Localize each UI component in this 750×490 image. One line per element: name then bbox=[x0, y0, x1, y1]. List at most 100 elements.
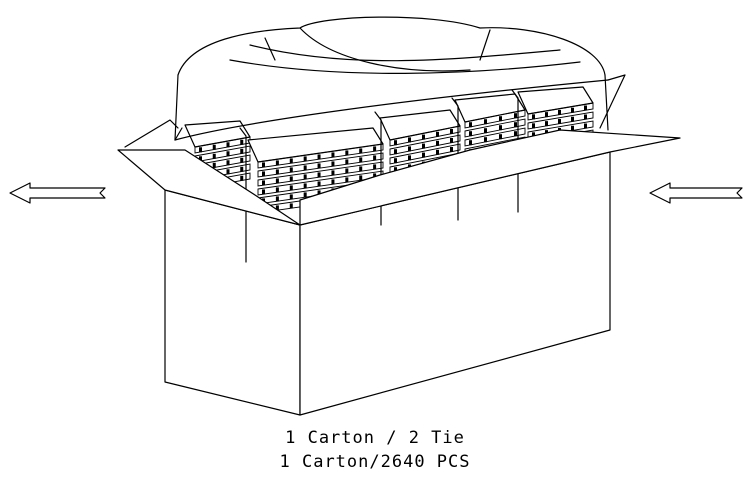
tray-pocket bbox=[422, 143, 425, 149]
tray-pocket bbox=[303, 165, 307, 171]
tray-pocket bbox=[469, 140, 472, 146]
tray-pocket bbox=[469, 131, 472, 137]
tray-pocket bbox=[262, 180, 265, 186]
tray-pocket bbox=[359, 175, 363, 181]
tray-pocket bbox=[499, 116, 502, 122]
tray-pocket bbox=[275, 169, 279, 175]
tray-pocket bbox=[331, 170, 335, 176]
tray-pocket bbox=[408, 155, 411, 161]
tray-pocket bbox=[359, 148, 363, 154]
tray-pocket bbox=[394, 167, 397, 173]
tray-pocket bbox=[199, 156, 202, 162]
tray-pocket bbox=[394, 158, 397, 164]
tray-pocket bbox=[317, 172, 321, 178]
tray-pocket bbox=[584, 114, 587, 120]
tray-pocket bbox=[484, 119, 487, 125]
tray-layer bbox=[389, 134, 461, 156]
tray-pocket bbox=[514, 113, 517, 119]
tray-pocket bbox=[545, 112, 548, 118]
tray-pocket bbox=[394, 140, 397, 146]
tray-pocket bbox=[373, 146, 377, 152]
tray-pocket bbox=[514, 122, 517, 128]
tray-pocket bbox=[212, 162, 216, 168]
tray-layer bbox=[389, 143, 461, 165]
tray-pocket bbox=[484, 137, 487, 143]
tray-pocket bbox=[289, 203, 293, 209]
tray-pocket bbox=[226, 142, 230, 148]
tray-pocket bbox=[373, 155, 377, 161]
tray-pocket bbox=[422, 152, 425, 158]
tray-layer bbox=[257, 152, 384, 178]
tray-pocket bbox=[240, 175, 244, 181]
tray-pocket bbox=[317, 181, 321, 187]
tray-pocket bbox=[240, 157, 244, 163]
tray-pocket bbox=[275, 160, 279, 166]
tray-pocket bbox=[450, 138, 453, 143]
tray-pocket bbox=[558, 109, 561, 115]
tray-pocket bbox=[514, 131, 517, 137]
tray-pocket bbox=[317, 190, 321, 196]
left-arrow-icon bbox=[9, 182, 106, 204]
tray-pocket bbox=[289, 176, 293, 182]
tray-pocket bbox=[558, 118, 561, 124]
tray-pocket bbox=[212, 153, 216, 159]
tray-pocket bbox=[499, 134, 502, 140]
tray-pocket bbox=[303, 192, 307, 198]
tray-pocket bbox=[571, 116, 574, 122]
tray-pocket bbox=[289, 185, 293, 191]
tie-strap bbox=[239, 127, 247, 263]
tray-layer bbox=[257, 161, 384, 187]
tray-lid bbox=[247, 127, 384, 163]
caption-line-1: 1 Carton / 2 Tie bbox=[285, 428, 465, 448]
tray-pocket bbox=[303, 174, 307, 180]
tray-layer bbox=[464, 109, 526, 129]
tray-pocket bbox=[532, 132, 535, 138]
tray-pocket bbox=[408, 137, 411, 143]
tray-pocket bbox=[450, 129, 453, 134]
tray-pocket bbox=[275, 205, 279, 211]
tray-pocket bbox=[436, 131, 439, 137]
tray-pocket bbox=[240, 148, 244, 154]
tray-pocket bbox=[532, 114, 535, 120]
tray-pocket bbox=[331, 179, 335, 185]
tray-pocket bbox=[571, 125, 574, 131]
tray-pocket bbox=[262, 162, 265, 168]
tray-layer bbox=[464, 127, 526, 147]
tray-pocket bbox=[469, 122, 472, 128]
tray-pocket bbox=[345, 168, 349, 174]
tray-pocket bbox=[584, 105, 587, 111]
tray-pocket bbox=[212, 144, 216, 150]
tray-pocket bbox=[373, 164, 377, 170]
tray-pocket bbox=[394, 149, 397, 155]
tray-layer bbox=[257, 143, 384, 169]
tray-pocket bbox=[289, 158, 293, 164]
tray-pocket bbox=[545, 121, 548, 127]
tray-pocket bbox=[199, 147, 202, 153]
tray-pocket bbox=[240, 166, 244, 172]
tray-layer bbox=[389, 125, 461, 147]
tray-pocket bbox=[226, 169, 230, 175]
tray-pocket bbox=[436, 149, 439, 155]
tray-pocket bbox=[262, 189, 265, 195]
tray-pocket bbox=[289, 167, 293, 173]
tray-pocket bbox=[331, 161, 335, 167]
tray-pocket bbox=[226, 151, 230, 157]
tray-pocket bbox=[422, 134, 425, 140]
tray-lid bbox=[379, 109, 461, 141]
tray-pocket bbox=[499, 125, 502, 131]
tray-pocket bbox=[226, 160, 230, 166]
tray-pocket bbox=[275, 187, 279, 193]
carton-flaps bbox=[117, 74, 681, 226]
tray-pocket bbox=[262, 171, 265, 177]
tray-pocket bbox=[584, 123, 587, 129]
caption-line-2: 1 Carton/2640 PCS bbox=[279, 452, 471, 472]
tray-pocket bbox=[532, 123, 535, 129]
tray-pocket bbox=[289, 194, 293, 200]
tray-layer bbox=[527, 120, 594, 139]
plastic-bag bbox=[174, 16, 609, 141]
tray-lid bbox=[517, 86, 594, 115]
tray-pocket bbox=[345, 159, 349, 165]
tray-pocket bbox=[317, 154, 321, 160]
tray-pocket bbox=[275, 178, 279, 184]
